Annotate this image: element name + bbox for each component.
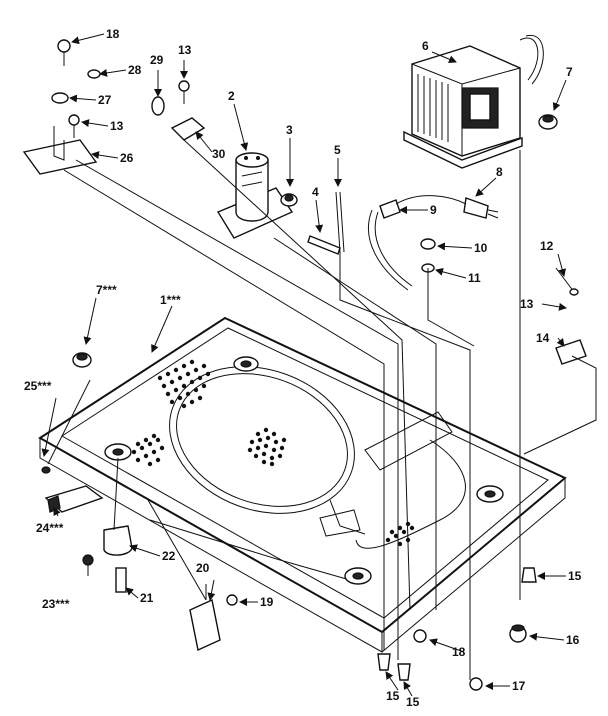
callout-28: 28 xyxy=(128,63,142,77)
callout-29: 29 xyxy=(150,53,164,67)
callout-18-bottom: 18 xyxy=(452,645,466,659)
callout-18-top: 18 xyxy=(106,27,120,41)
callout-10: 10 xyxy=(474,241,488,255)
foot-7-left xyxy=(72,352,92,368)
door-switch-20 xyxy=(189,584,221,652)
callout-20: 20 xyxy=(196,561,210,575)
screw-13-mid xyxy=(178,80,190,104)
callout-13-mid: 13 xyxy=(178,43,192,57)
callout-2: 2 xyxy=(228,89,235,103)
callout-15-left: 15 xyxy=(386,689,400,703)
foot-16 xyxy=(509,624,527,643)
bracket-26 xyxy=(22,126,98,175)
transformer xyxy=(403,34,544,169)
callout-arrows xyxy=(41,33,567,697)
callout-16: 16 xyxy=(566,633,580,647)
screw-25 xyxy=(41,466,51,474)
callout-22: 22 xyxy=(162,549,176,563)
bumper-15-left xyxy=(377,653,391,671)
screw-23 xyxy=(82,554,94,576)
callout-13-right: 13 xyxy=(520,297,534,311)
nut-27 xyxy=(51,92,69,104)
screw-18-top xyxy=(57,39,71,66)
clip-28 xyxy=(87,69,101,79)
power-cord xyxy=(367,195,499,291)
foot-22 xyxy=(103,525,133,556)
callout-labels: 18 28 27 13 26 29 13 30 2 3 5 4 6 7 8 9 … xyxy=(24,27,582,709)
base-plate xyxy=(38,316,567,653)
callout-13-left: 13 xyxy=(110,119,124,133)
callout-23: 23*** xyxy=(42,597,70,611)
callout-14: 14 xyxy=(536,331,550,345)
screw-19 xyxy=(226,594,238,606)
callout-15-right: 15 xyxy=(568,569,582,583)
callout-30: 30 xyxy=(212,147,226,161)
assembly-lines xyxy=(47,139,597,680)
callout-8: 8 xyxy=(496,165,503,179)
spacer-21 xyxy=(115,567,127,593)
callout-25: 25*** xyxy=(24,379,52,393)
callout-17: 17 xyxy=(512,679,526,693)
callout-21: 21 xyxy=(140,591,154,605)
grommet-3 xyxy=(280,193,298,207)
callout-24: 24*** xyxy=(36,521,64,535)
callout-7-left: 7*** xyxy=(96,283,117,297)
callout-15-mid: 15 xyxy=(406,695,420,709)
callout-4: 4 xyxy=(312,185,319,199)
callout-1: 1*** xyxy=(160,293,181,307)
thermal-cutout-30 xyxy=(170,117,206,141)
rod-5 xyxy=(335,191,345,253)
callout-12: 12 xyxy=(540,239,554,253)
bracket-4 xyxy=(307,235,341,255)
screw-18-bottom xyxy=(413,629,427,643)
callout-27: 27 xyxy=(98,93,112,107)
screw-17 xyxy=(469,677,483,691)
capacitor xyxy=(216,152,294,239)
callout-26: 26 xyxy=(120,151,134,165)
screw-13-left xyxy=(68,114,80,138)
callout-7-top: 7 xyxy=(566,65,573,79)
grommet-10 xyxy=(420,238,436,250)
bumper-15-mid xyxy=(397,663,411,681)
clip-29 xyxy=(151,96,165,116)
callout-5: 5 xyxy=(334,143,341,157)
clip-12 xyxy=(555,267,579,296)
callout-19: 19 xyxy=(260,595,274,609)
bumper-15-right xyxy=(521,567,537,583)
callout-9: 9 xyxy=(430,203,437,217)
foot-7-top xyxy=(538,114,558,130)
callout-3: 3 xyxy=(286,123,293,137)
callout-11: 11 xyxy=(468,271,481,285)
callout-6: 6 xyxy=(422,39,429,53)
